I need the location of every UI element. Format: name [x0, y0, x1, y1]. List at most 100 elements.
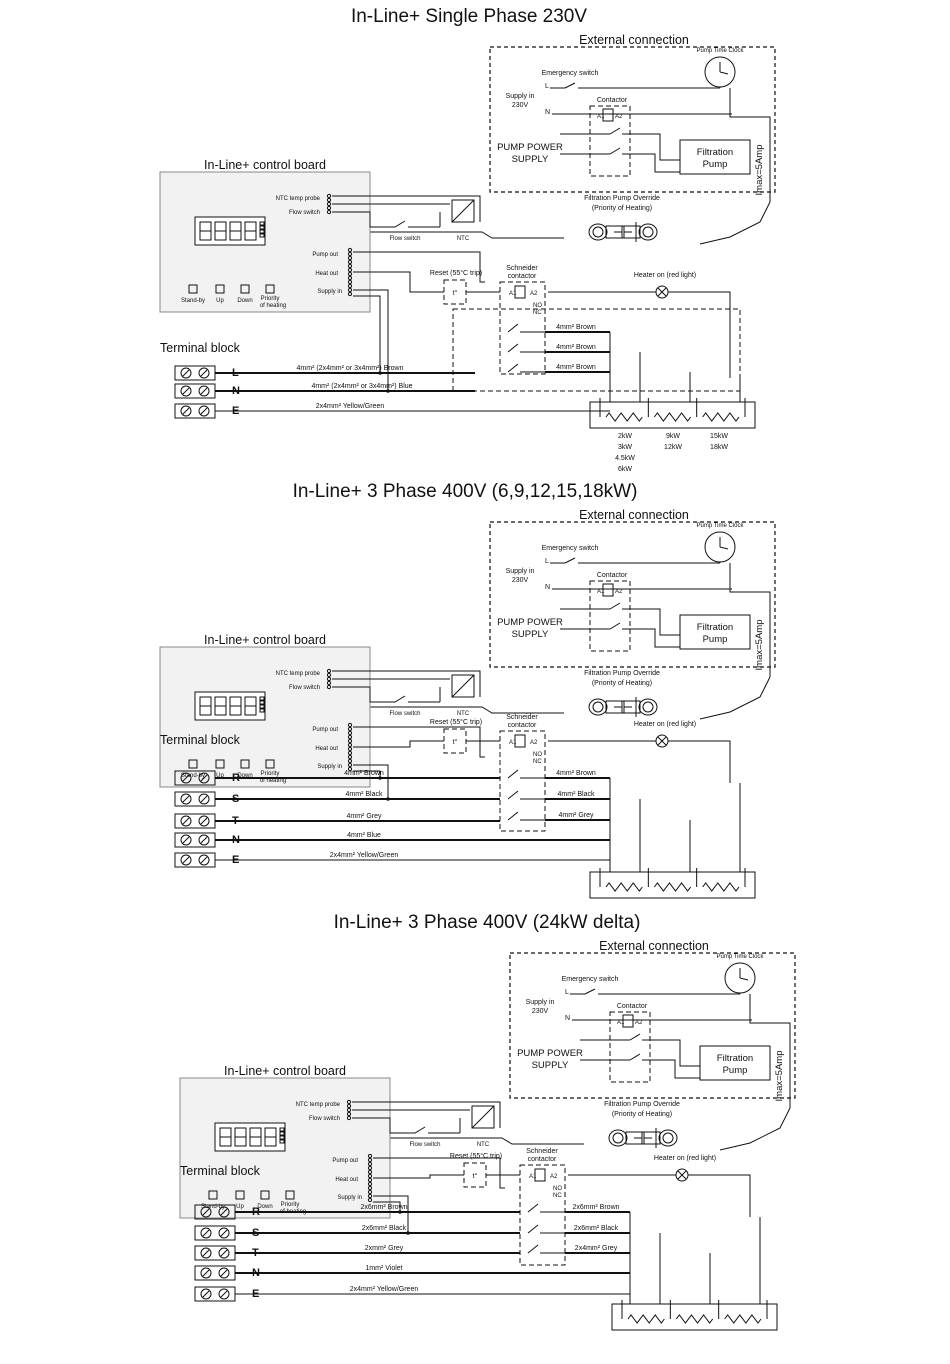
wire	[629, 1053, 641, 1061]
connector-pin	[347, 726, 353, 732]
indicator-led	[259, 225, 265, 230]
connector-pin	[326, 193, 332, 199]
main-wire-1-label: 4mm² Black	[346, 791, 383, 798]
supply-in-board-label: Supply in	[317, 289, 342, 295]
board-button-2	[215, 759, 225, 769]
terminal-screw-icon	[198, 772, 210, 784]
plug-icon	[588, 698, 632, 716]
supply-voltage-label: 230V	[532, 1008, 549, 1015]
junction-dot	[386, 797, 390, 801]
main-wire-2-label: 4mm² Grey	[347, 813, 383, 820]
filtration-pump-box	[679, 614, 751, 650]
supply-voltage-label: 230V	[512, 102, 529, 109]
contactor-wire-2-label: 2x4mm² Grey	[575, 1245, 618, 1252]
connector-pin	[347, 730, 353, 736]
board-button-1	[188, 759, 198, 769]
priority-button-label: Priority	[261, 296, 280, 302]
connector-pin	[326, 676, 332, 682]
wire	[677, 1170, 687, 1180]
heater-element-box	[611, 1303, 778, 1331]
wire	[640, 628, 680, 648]
board-button-2	[235, 1190, 245, 1200]
terminal-screw-icon	[218, 1288, 230, 1300]
wire	[719, 546, 729, 550]
L-supply-label: L	[545, 83, 549, 90]
wire	[332, 686, 406, 703]
schneider-label-2: contactor	[528, 1156, 557, 1163]
connector-pin	[347, 754, 353, 760]
supply-in-label: Supply in	[526, 999, 555, 1006]
heater-on-label: Heater on (red light)	[654, 1155, 716, 1162]
pump-time-clock-label: Pump Time Clock	[716, 954, 764, 960]
screw-slot	[200, 774, 208, 782]
priority-button-label-2: of heating	[260, 778, 286, 784]
heat-out-label: Heat out	[315, 271, 338, 277]
control-board-label: In-Line+ control board	[204, 633, 326, 647]
wire	[564, 82, 576, 89]
diagram-3: In-Line+ 3 Phase 400V (24kW delta)Extern…	[179, 912, 796, 1331]
connector-pin	[347, 271, 353, 277]
terminal-screw-icon	[218, 1227, 230, 1239]
wire	[373, 1195, 409, 1233]
contactor-switch	[527, 1224, 539, 1234]
supply-voltage-label: 230V	[512, 577, 529, 584]
schneider-label: Schneider	[526, 1148, 558, 1155]
junction-dot	[386, 389, 390, 393]
flow-switch-input-label: Flow switch	[309, 1116, 340, 1122]
main-wire-3-label: 4mm² Blue	[347, 832, 381, 839]
a2-label: A2	[615, 589, 623, 595]
pump-out-label: Pump out	[332, 1158, 358, 1164]
screw-slot	[220, 1269, 228, 1277]
nc-label: NC	[533, 759, 542, 765]
flow-switch-label: Flow switch	[409, 1142, 440, 1148]
pump-power-supply-label: PUMP POWER	[517, 1048, 583, 1059]
screw-slot	[200, 387, 208, 395]
screw-slot	[182, 795, 190, 803]
schneider-label: Schneider	[506, 265, 538, 272]
connector-pin	[367, 1169, 373, 1175]
heater-element-box	[589, 871, 756, 899]
no-label: NO	[533, 303, 542, 309]
a2-label-schneider: A2	[530, 291, 538, 297]
connector-pin	[347, 291, 353, 297]
filtration-pump-label-2: Pump	[723, 1065, 748, 1076]
contactor-switch	[507, 323, 519, 333]
terminal-screw-icon	[198, 815, 210, 827]
wire	[729, 563, 771, 677]
wire	[451, 199, 475, 223]
wire	[699, 201, 771, 245]
a1-label: A1	[597, 589, 605, 595]
wire	[609, 127, 621, 135]
filtration-pump-label-2: Pump	[703, 159, 728, 170]
pump-out-label: Pump out	[312, 252, 338, 258]
socket-icon	[614, 223, 658, 241]
terminal-screw-icon	[180, 834, 192, 846]
terminal-screw-icon	[200, 1227, 212, 1239]
schneider-contactor-box	[499, 730, 546, 832]
board-button-1	[208, 1190, 218, 1200]
contactor-switch	[507, 363, 519, 373]
contactor-label: Contactor	[617, 1003, 648, 1010]
pump-power-supply-label-2: SUPPLY	[512, 629, 549, 640]
wire	[688, 1174, 751, 1217]
wire	[373, 1174, 464, 1179]
up-button-label: Up	[216, 773, 224, 779]
connector-pin	[326, 197, 332, 203]
terminal-screw-icon	[198, 854, 210, 866]
screw-slot	[182, 407, 190, 415]
terminal-screw-icon	[198, 367, 210, 379]
wire	[352, 1117, 426, 1134]
pump-power-supply-label-2: SUPPLY	[512, 154, 549, 165]
connector-pin	[347, 279, 353, 285]
N-supply-label: N	[545, 109, 550, 116]
main-wire-2-label: 2x4mm² Yellow/Green	[316, 403, 385, 410]
connector-pin	[367, 1177, 373, 1183]
diagram-title: In-Line+ 3 Phase 400V (6,9,12,15,18kW)	[293, 481, 638, 502]
schneider-contactor-box	[499, 281, 546, 375]
terminal-screw-icon	[180, 854, 192, 866]
connector-pin	[347, 746, 353, 752]
screw-slot	[220, 1249, 228, 1257]
reset-label: Reset (55°C trip)	[430, 718, 482, 726]
override-label-2: (Priority of Heating)	[592, 680, 652, 687]
